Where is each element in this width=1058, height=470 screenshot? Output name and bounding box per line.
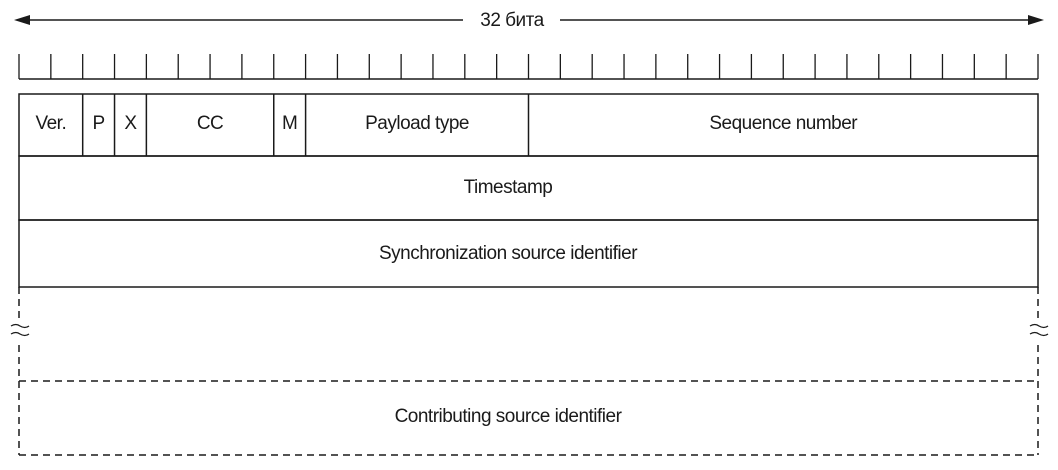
header-field-label: CC: [197, 113, 223, 134]
header-field-label: X: [124, 113, 137, 134]
csrc-label: Contributing source identifier: [395, 406, 623, 427]
header-field-label: Payload type: [365, 113, 469, 134]
right-break-icon: [1029, 323, 1049, 337]
width-arrow-right-head: [1028, 15, 1044, 25]
header-field-label: M: [282, 113, 297, 134]
header-field-label: Sequence number: [709, 113, 858, 134]
width-label: 32 бита: [480, 10, 544, 31]
timestamp-row: Timestamp: [18, 155, 1039, 221]
header-field-label: P: [93, 113, 105, 134]
ssrc-label: Synchronization source identifier: [379, 243, 638, 264]
ssrc-row: Synchronization source identifier: [18, 219, 1039, 288]
ssrc-box: [18, 219, 1039, 288]
timestamp-label: Timestamp: [464, 177, 553, 198]
bit-ruler: [18, 54, 1039, 80]
width-indicator: 32 бита: [14, 10, 1044, 31]
width-arrow-left-head: [14, 15, 30, 25]
left-break-icon: [10, 323, 30, 337]
csrc-area: Contributing source identifier: [10, 287, 1049, 456]
header-field-label: Ver.: [35, 113, 66, 134]
